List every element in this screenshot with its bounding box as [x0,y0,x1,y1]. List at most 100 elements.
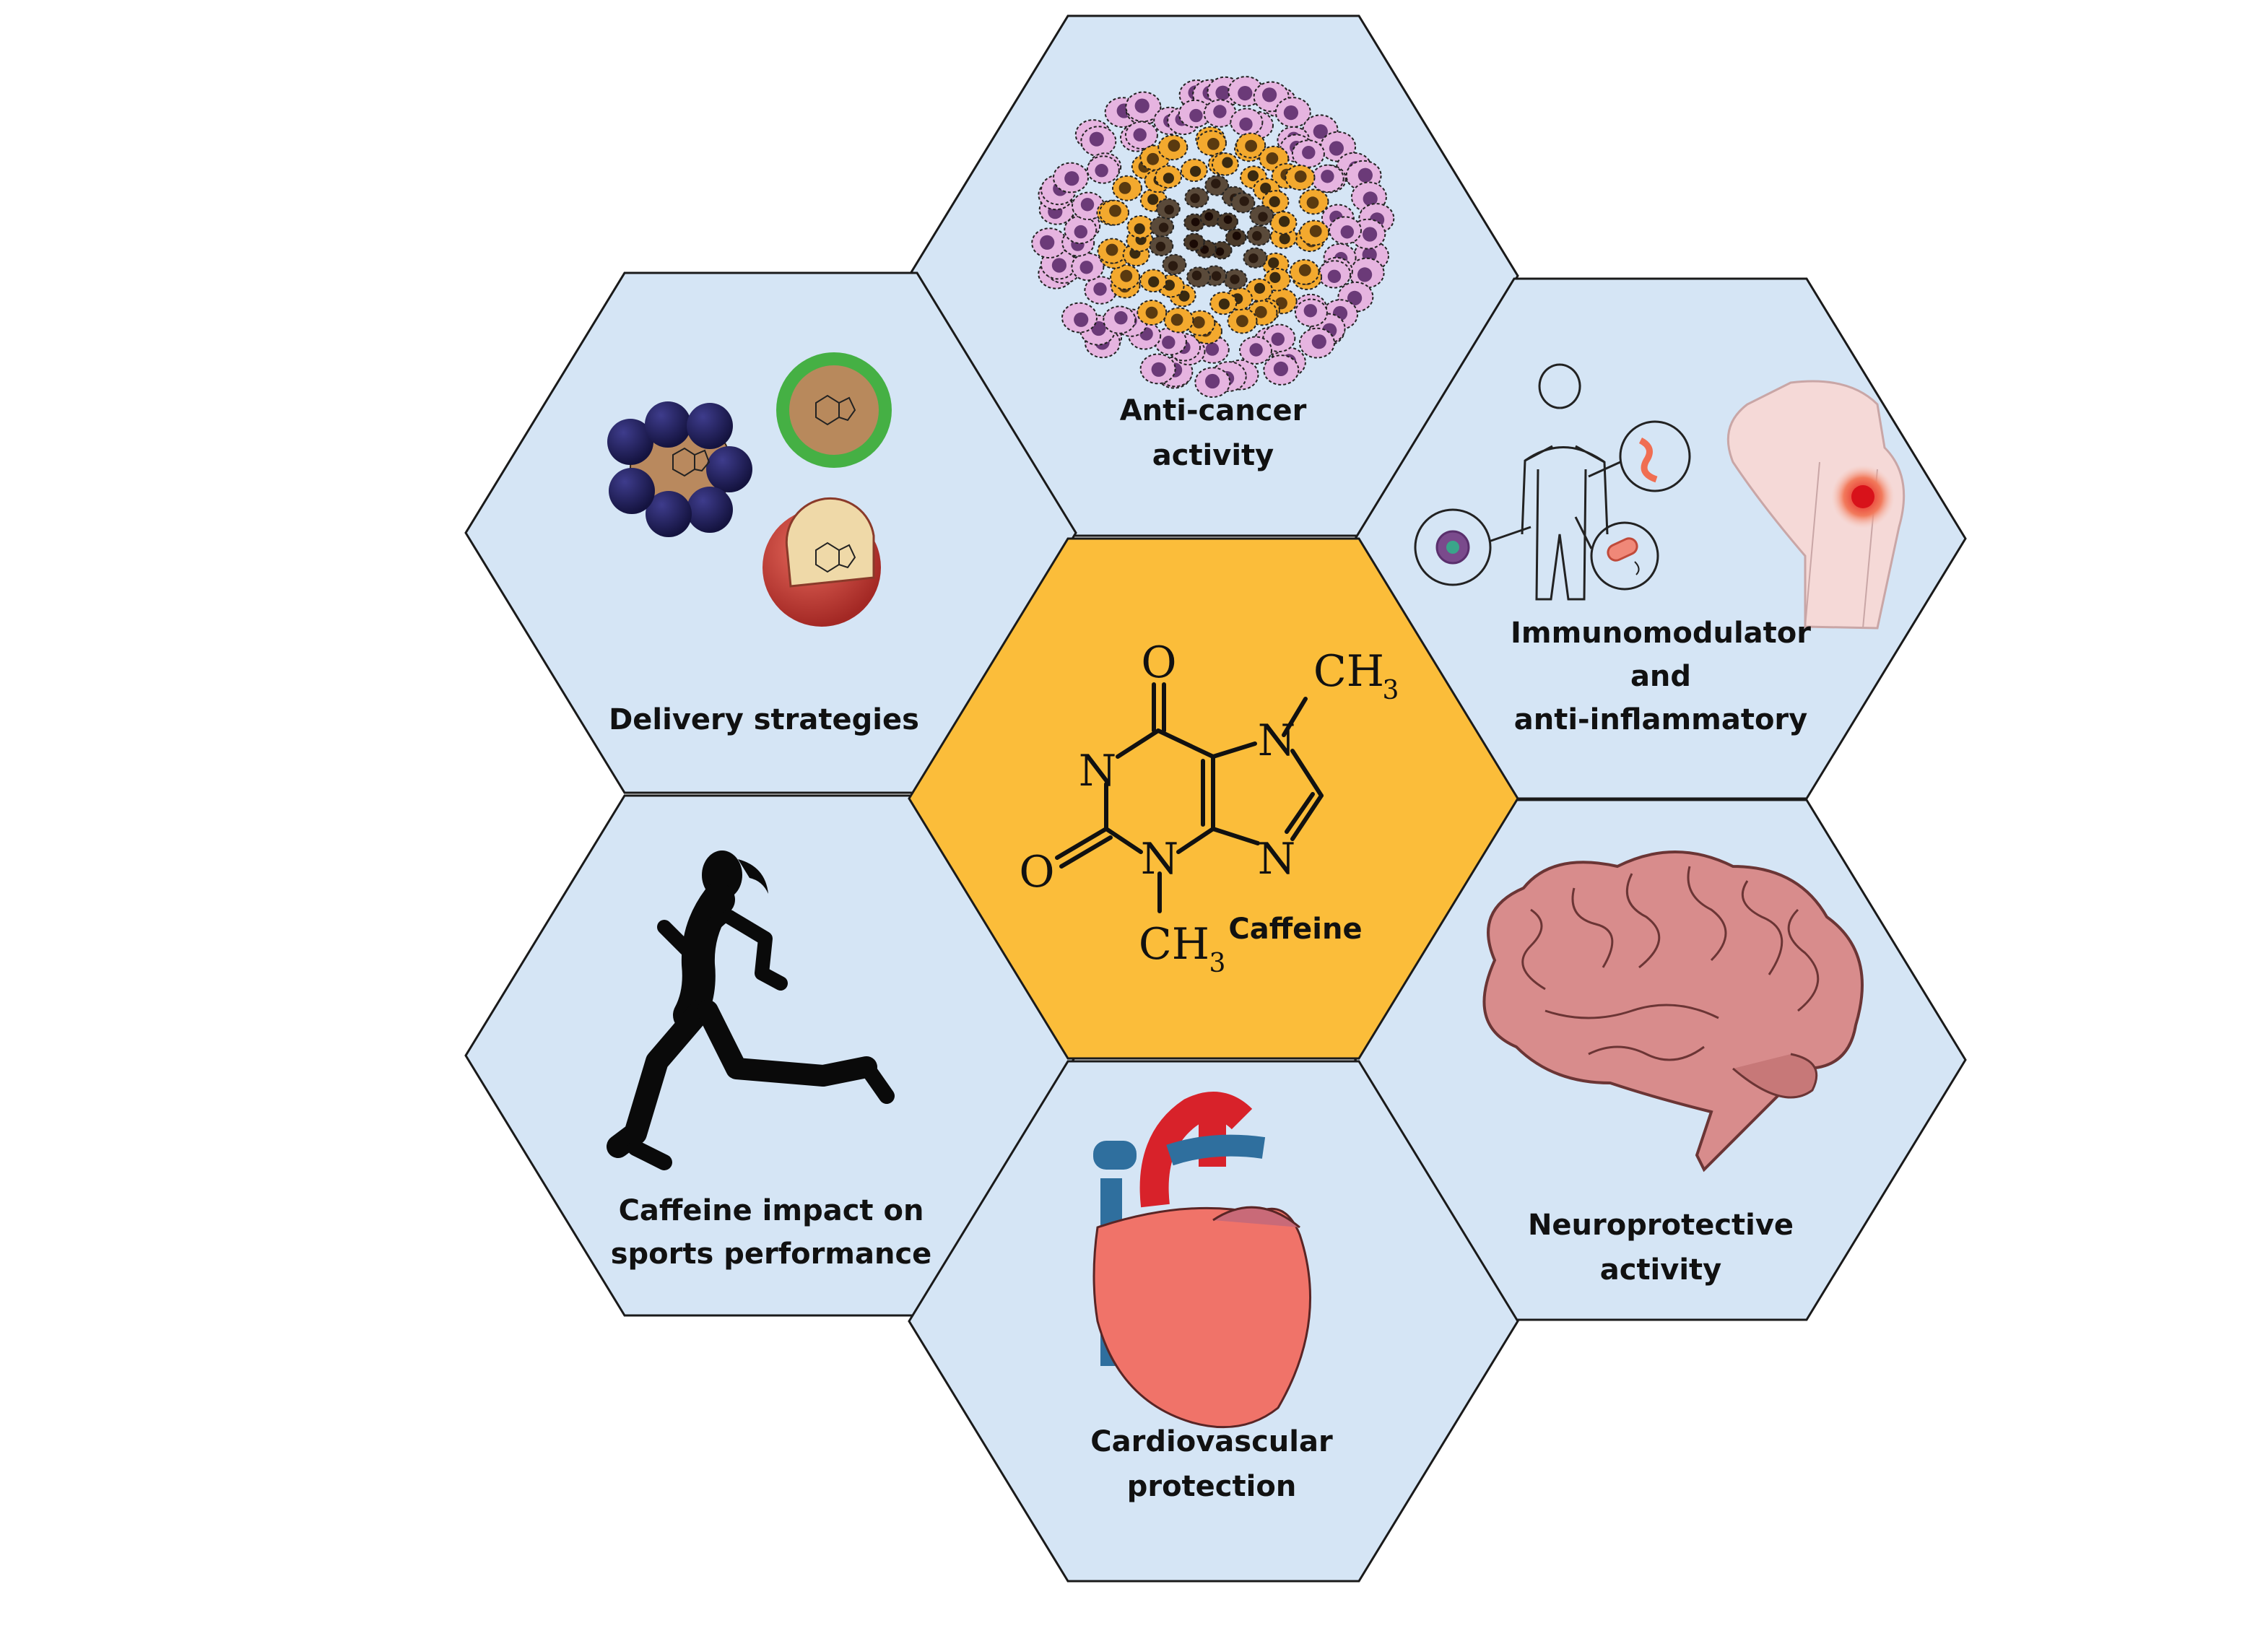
label-immunomodulator-line2: and [1630,660,1691,693]
tumor-cell-nucleus [1311,334,1326,349]
tumor-cell-nucleus [1190,193,1200,204]
tumor-cell-nucleus [1215,247,1225,256]
tumor-cell-nucleus [1074,225,1088,239]
label-immunomodulator-line3: anti-inflammatory [1514,703,1807,736]
tumor-cell-nucleus [1279,233,1290,245]
tumor-cell-nucleus [1239,196,1249,206]
label-sports-line1: Caffeine impact on [619,1194,924,1227]
atom-o-left: O [1019,847,1054,897]
tumor-cell-nucleus [1262,87,1277,103]
atom-n9: N [1258,834,1296,884]
tumor-cell-nucleus [1080,198,1095,212]
liposome-particle [776,352,892,468]
tumor-cell-nucleus [1074,312,1089,327]
tumor-cell-nucleus [1190,165,1202,177]
tumor-cell-nucleus [1230,274,1240,284]
tumor-cell-nucleus [1313,124,1328,139]
tumor-cell-nucleus [1306,196,1319,209]
tumor-cell-nucleus [1357,167,1373,183]
immune-body-icon [1414,363,1691,601]
label-neuroprotective-line1: Neuroprotective [1528,1209,1794,1242]
tumor-cell-nucleus [1269,196,1280,207]
methyl-top: CH [1313,646,1384,697]
human-outline [1521,363,1609,601]
tumor-cell-nucleus [1205,342,1220,356]
label-anti-cancer-line2: activity [1152,439,1274,472]
tumor-cell-nucleus [1271,332,1285,346]
tumor-cell-nucleus [1158,222,1169,232]
tumor-cell-nucleus [1120,269,1133,282]
tumor-cell-nucleus [1163,173,1174,184]
tumor-cell-nucleus [1189,108,1203,123]
tumor-cell-nucleus [1222,157,1233,168]
tumor-cell-nucleus [1168,139,1181,152]
tumor-cell-nucleus [1211,178,1221,188]
tumor-cell-nucleus [1213,105,1227,118]
tumor-cell-nucleus [1363,227,1378,242]
tumor-cell-nucleus [1155,241,1166,252]
hexagon-upper-left-shape [464,271,1077,794]
tumor-cell-nucleus [1162,336,1176,349]
tumor-cell-nucleus [1093,282,1107,296]
tumor-cell-nucleus [1254,305,1267,318]
tumor-cell-nucleus [1207,138,1220,150]
tumor-cell-nucleus [1151,362,1166,377]
tumor-cell-nucleus [1248,253,1259,264]
virus-icon [1435,530,1470,565]
tumor-cell-nucleus [1109,204,1121,217]
knee-icon [1726,380,1906,630]
tumor-cell-nucleus [1247,170,1259,182]
tumor-cell-nucleus [1321,170,1334,183]
tumor-cell-nucleus [1268,257,1279,269]
tumor-cell-nucleus [1168,261,1178,271]
tumor-cell-nucleus [1254,282,1266,294]
tumor-cell-nucleus [1260,183,1272,194]
tumor-cell-nucleus [1223,215,1233,225]
tumor-cell-nucleus [1211,271,1222,281]
methyl-top-subscript: 3 [1383,676,1399,705]
tumor-cell-nucleus [1357,267,1373,282]
tumor-cell-nucleus [1232,231,1241,240]
tumor-cell-nucleus [1269,271,1281,283]
methyl-bottom-subscript: 3 [1209,949,1226,978]
label-cardiovascular-line2: protection [1127,1470,1297,1503]
tumor-cell-nucleus [1134,98,1150,113]
label-immunomodulator-line1: Immunomodulator [1511,617,1811,650]
atom-n1: N [1079,746,1117,796]
tumor-cell-nucleus [1236,315,1248,328]
tumor-cell-nucleus [1191,217,1200,227]
label-sports-line2: sports performance [611,1237,932,1271]
tumor-cell-nucleus [1258,212,1268,222]
tumor-cell-nucleus [1302,146,1316,160]
tumor-cell-nucleus [1327,269,1342,283]
tumor-cell-nucleus [1040,235,1055,250]
tumor-cell-nucleus [1309,225,1322,238]
methyl-bottom: CH [1139,919,1209,970]
heart-icon [1092,1092,1312,1429]
tumor-cell-nucleus [1205,373,1220,389]
bacteria-icon [1607,537,1640,575]
tumor-cell-nucleus [1252,231,1262,241]
tumor-cell-nucleus [1147,152,1159,165]
label-delivery-strategies: Delivery strategies [609,703,919,736]
tumor-cell-nucleus [1215,85,1230,100]
tumor-cell-nucleus [1134,223,1145,235]
tumor-cell-nucleus [1347,290,1363,305]
caffeine-caption: Caffeine [1228,913,1362,946]
tumor-cell-nucleus [1064,171,1079,186]
core-shell-particle [762,497,881,627]
tumor-cell-nucleus [1105,243,1118,256]
tumor-cell-nucleus [1133,128,1147,142]
tumor-cell-nucleus [1298,264,1311,277]
tumor-cell-nucleus [1170,313,1183,326]
hexagon-upper-left [464,271,1077,794]
runner-icon [607,850,895,1170]
tumor-cell-nucleus [1249,343,1263,357]
tumor-cell-nucleus [1239,117,1253,131]
tumor-cell-nucleus [1363,191,1378,206]
tumor-cell-nucleus [1114,311,1128,325]
tumor-cell-nucleus [1079,261,1093,274]
tumor-cell-nucleus [1204,212,1214,221]
tumor-cell-nucleus [1266,152,1279,165]
